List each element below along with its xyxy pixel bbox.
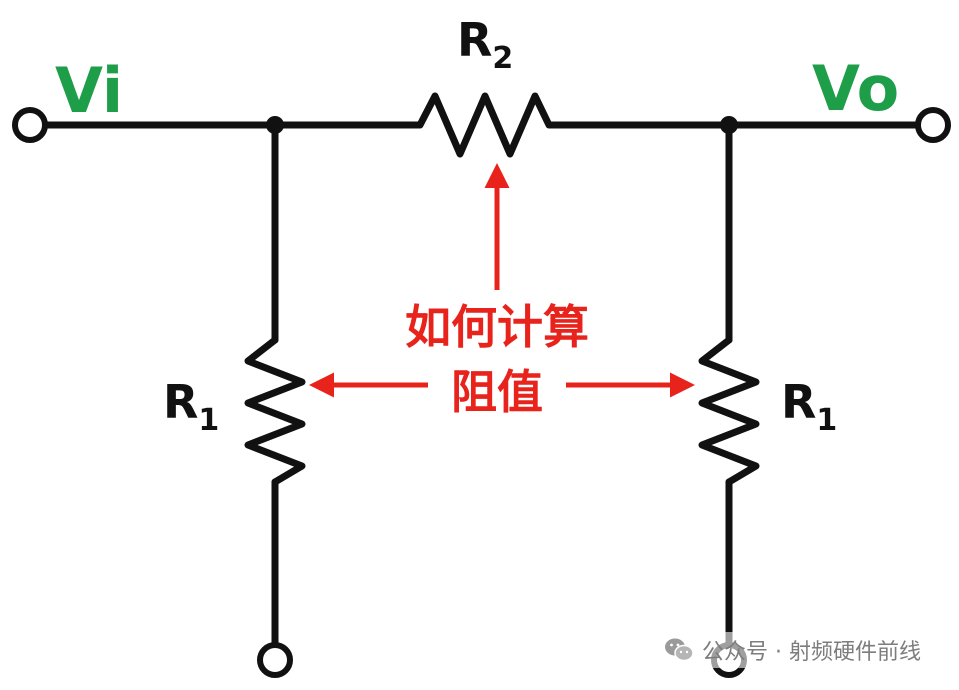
watermark: 公众号 · 射频硬件前线 [658,632,927,668]
r1-right-label-sub: 1 [816,403,837,438]
watermark-text: 公众号 · 射频硬件前线 [702,640,921,665]
output-label: Vo [812,52,899,125]
r1-left-label: R1 [163,375,219,438]
terminal-left-bottom [257,642,293,678]
resistor-r1-left [244,336,306,486]
resistor-r2 [401,92,559,158]
resistor-r1-right [698,336,760,486]
r1-right-label-main: R [781,375,816,429]
terminal-output [915,107,951,143]
wechat-logo-icon [665,638,694,662]
r1-left-label-sub: 1 [198,403,219,438]
r2-label: R2 [457,13,513,76]
r1-left-label-main: R [163,375,198,429]
junction-left [266,116,284,134]
r1-right-label: R1 [781,375,837,438]
annotation-line-1: 如何计算 [405,300,589,354]
input-label: Vi [55,54,123,127]
terminal-input [12,107,48,143]
annotation-line-2: 阻值 [451,365,543,419]
r2-label-sub: 2 [492,41,513,76]
r2-label-main: R [457,13,492,67]
junction-right [720,116,738,134]
